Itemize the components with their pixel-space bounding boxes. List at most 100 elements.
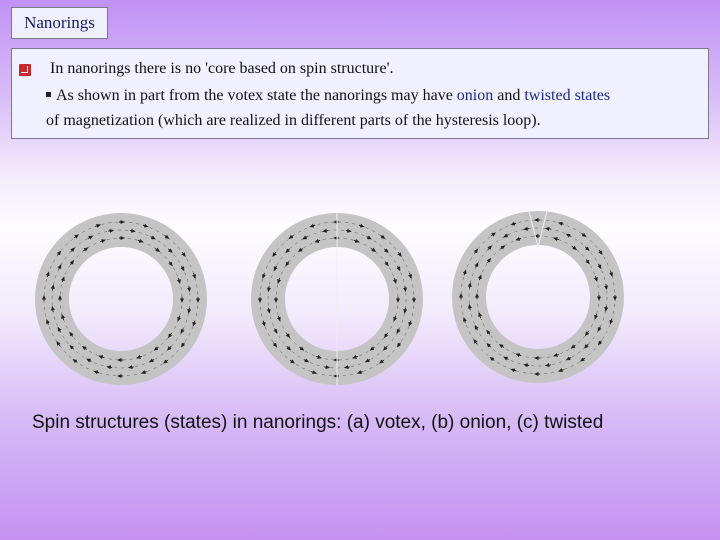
spin-arrow (168, 248, 173, 254)
ring-onion (251, 213, 423, 385)
spin-arrow (581, 232, 587, 238)
spin-arrow (353, 238, 360, 243)
spin-arrow (277, 278, 282, 284)
ring-body (35, 213, 207, 385)
spin-arrow (302, 235, 308, 240)
spin-arrow (50, 305, 55, 312)
checkbox-bullet-icon (19, 64, 31, 76)
spin-arrow (553, 237, 559, 242)
spin-arrow (100, 239, 106, 244)
spin-trajectory (468, 227, 608, 367)
spin-arrow (276, 315, 281, 322)
spin-arrow (392, 278, 397, 284)
spin-arrow (609, 318, 614, 325)
spin-arrow (382, 346, 388, 351)
spin-arrow (72, 358, 78, 364)
spin-arrow (163, 359, 169, 364)
spin-arrow (180, 342, 186, 348)
spin-arrow (87, 235, 94, 240)
spin-arrow (557, 222, 564, 226)
spin-arrow (473, 248, 479, 254)
spin-arrow (583, 344, 589, 349)
spin-arrow (593, 276, 598, 282)
spin-arrow (309, 223, 316, 228)
domain-wall-wedge (528, 210, 548, 248)
spin-arrow (166, 346, 172, 351)
spin-arrow (467, 303, 472, 310)
spin-arrow (176, 278, 181, 284)
spin-arrow (56, 341, 61, 347)
spin-arrow (510, 221, 517, 226)
spin-arrow (168, 261, 173, 267)
spin-arrow (396, 328, 401, 334)
slide-title-text: Nanorings (24, 13, 95, 32)
spin-arrow (489, 356, 495, 362)
spin-arrow (408, 273, 412, 280)
spin-arrow (565, 233, 572, 238)
spin-arrow (106, 365, 113, 370)
spin-arrow (93, 370, 100, 375)
spin-arrow (553, 352, 559, 357)
spin-arrow (383, 332, 389, 339)
spin-arrow (324, 365, 331, 370)
spin-arrow (384, 261, 389, 267)
spin-arrow (127, 365, 134, 370)
square-bullet-icon (46, 91, 51, 97)
spin-arrow (261, 320, 266, 327)
spin-arrow (83, 247, 89, 252)
spin-arrow (510, 368, 517, 373)
spin-arrow (154, 247, 161, 253)
spin-arrow (565, 356, 572, 361)
spin-arrow (73, 234, 79, 239)
spin-arrow (272, 342, 278, 348)
slide-title: Nanorings (11, 7, 108, 39)
spin-arrow (285, 332, 291, 339)
spin-arrow (490, 232, 496, 237)
spin-arrow (594, 313, 599, 320)
spin-arrow (69, 259, 75, 266)
spin-arrow (266, 307, 271, 314)
spin-arrow (396, 342, 402, 348)
spin-arrow (486, 329, 491, 335)
spin-arrow (597, 263, 602, 270)
figure-caption: Spin structures (states) in nanorings: (… (32, 412, 604, 433)
spin-arrow (515, 353, 522, 358)
spin-arrow (61, 314, 66, 320)
spin-arrow (467, 282, 472, 289)
spin-arrow (597, 340, 603, 346)
spin-arrow (137, 238, 144, 243)
spin-arrow (557, 368, 564, 372)
spin-arrow (50, 284, 55, 291)
spin-arrow (462, 269, 467, 276)
sub-bullet-line-1: As shown in part from the votex state th… (46, 87, 610, 105)
spin-arrow (140, 370, 147, 374)
spin-arrow (285, 261, 290, 267)
spin-arrow (177, 315, 182, 322)
spin-arrow (311, 370, 318, 374)
spin-arrow (108, 228, 115, 233)
spin-arrow (477, 274, 482, 281)
spin-arrow (369, 346, 375, 351)
spin-arrow (604, 284, 609, 291)
onion-term: onion (456, 87, 494, 104)
spin-arrow (98, 355, 105, 360)
spin-arrow (500, 245, 506, 250)
spin-arrow (584, 330, 590, 337)
spin-arrow (286, 346, 292, 351)
spin-arrow (153, 346, 159, 351)
spin-arrow (523, 363, 530, 368)
spin-arrow (322, 228, 329, 233)
ring-body (452, 211, 624, 383)
ring-votex (35, 213, 207, 385)
spin-arrow (408, 320, 413, 327)
spin-arrow (187, 307, 192, 314)
spin-arrow (544, 363, 551, 368)
spin-arrow (580, 357, 586, 362)
spin-arrow (181, 251, 186, 257)
spin-arrow (397, 251, 402, 257)
spin-arrow (544, 226, 551, 231)
spin-arrow (46, 318, 50, 325)
spin-arrow (515, 236, 522, 241)
spin-arrow (273, 265, 278, 272)
spin-arrow (69, 331, 74, 337)
